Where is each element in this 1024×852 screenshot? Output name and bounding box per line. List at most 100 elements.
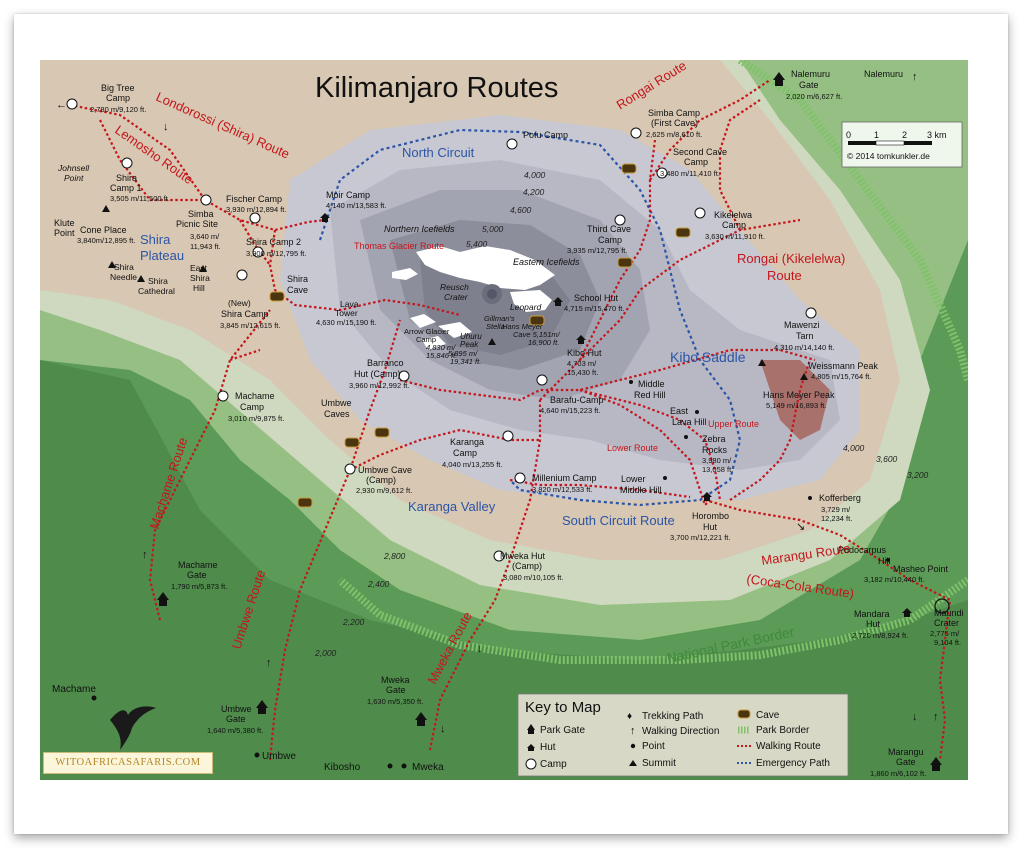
svg-text:Hut (Camp): Hut (Camp): [354, 369, 401, 379]
svg-text:Crater: Crater: [444, 292, 469, 302]
svg-text:19,341 ft.: 19,341 ft.: [450, 357, 481, 366]
svg-text:Camp: Camp: [106, 93, 130, 103]
region-kibo-saddle: Kibo Saddle: [670, 349, 746, 365]
region-karanga-valley: Karanga Valley: [408, 499, 496, 514]
svg-text:1,640 m/5,380 ft.: 1,640 m/5,380 ft.: [207, 726, 263, 735]
svg-text:1,630 m/5,350 ft.: 1,630 m/5,350 ft.: [367, 697, 423, 706]
svg-text:Red Hill: Red Hill: [634, 390, 666, 400]
svg-text:Gate: Gate: [896, 757, 916, 767]
park-gate-icons: [157, 72, 942, 771]
svg-text:2,930 m/9,612 ft.: 2,930 m/9,612 ft.: [356, 486, 412, 495]
legend-item-park-border: Park Border: [756, 725, 810, 736]
svg-text:Hut: Hut: [703, 522, 718, 532]
svg-text:4,640 m/15,223 ft.: 4,640 m/15,223 ft.: [540, 406, 600, 415]
place-mawenzi-tarn: Mawenzi: [784, 320, 820, 330]
svg-text:Picnic Site: Picnic Site: [176, 219, 218, 229]
svg-text:2,720 m/8,924 ft.: 2,720 m/8,924 ft.: [852, 631, 908, 640]
svg-text:4,715 m/15,470 ft.: 4,715 m/15,470 ft.: [564, 304, 624, 313]
place-maundi: Maundi: [934, 608, 964, 618]
svg-text:11,943 ft.: 11,943 ft.: [190, 242, 221, 251]
scale-tick-1: 1: [874, 130, 879, 140]
contour-label: 5,400: [466, 239, 488, 249]
svg-text:Cave: Cave: [287, 285, 308, 295]
svg-text:Cave 5,151m/: Cave 5,151m/: [513, 330, 561, 339]
contour-label: 3,200: [907, 470, 929, 480]
legend-item-walking-direction: Walking Direction: [642, 726, 719, 737]
svg-text:4,140 m/13,583 ft.: 4,140 m/13,583 ft.: [326, 201, 386, 210]
svg-text:↓: ↓: [440, 723, 446, 735]
svg-text:13,058 ft.: 13,058 ft.: [702, 465, 733, 474]
place-umbwe-caves: Umbwe: [321, 398, 352, 408]
legend-item-trekking-path: Trekking Path: [642, 711, 703, 722]
svg-text:Needle: Needle: [110, 272, 137, 282]
summit-icon: [629, 760, 637, 766]
svg-text:2,775 m/: 2,775 m/: [930, 629, 960, 638]
park-border: [337, 60, 968, 664]
walking-routes: [69, 79, 952, 761]
svg-text:15,846 ft.: 15,846 ft.: [426, 351, 457, 360]
place-uhuru: Uhuru: [460, 332, 482, 341]
cave-icon: [737, 709, 751, 719]
place-umbwe-cave: Umbwe Cave: [358, 465, 412, 475]
legend-title: Key to Map: [525, 699, 601, 716]
camp-icon: [525, 758, 537, 770]
place-klute: Klute: [54, 218, 75, 228]
place-mweka-hut: Mweka Hut: [500, 551, 546, 561]
route-label-rongai-kikelelwa-2: Route: [767, 268, 802, 283]
walking-direction-arrows: ← ↓ ↑ ↑ ↓ ↓ ↓ ↑ ↑ ↘: [56, 71, 939, 735]
place-umbwe-village: Umbwe: [262, 751, 296, 762]
place-barafu: Barafu-Camp: [550, 395, 604, 405]
svg-text:Hill: Hill: [878, 556, 891, 566]
place-nalemuru-gate: Nalemuru: [791, 69, 830, 79]
svg-text:3,505 m/11,500 ft.: 3,505 m/11,500 ft.: [110, 194, 170, 203]
svg-text:2,020 m/6,627 ft.: 2,020 m/6,627 ft.: [786, 92, 842, 101]
svg-text:↓: ↓: [477, 643, 483, 655]
legend-item-cave: Cave: [756, 710, 780, 721]
svg-text:Middle Hill: Middle Hill: [620, 485, 662, 495]
svg-text:3,840m/12,895 ft.: 3,840m/12,895 ft.: [77, 236, 135, 245]
contour-label: 2,800: [383, 551, 406, 561]
maundi-crater-icon: [934, 598, 950, 614]
place-school-hut: School Hut: [574, 293, 619, 303]
svg-text:3,630 m/11,910 ft.: 3,630 m/11,910 ft.: [705, 232, 765, 241]
place-marangu-gate: Marangu: [888, 747, 924, 757]
svg-text:Shira: Shira: [190, 273, 210, 283]
glaciers: [392, 246, 555, 350]
svg-text:Camp: Camp: [416, 335, 436, 344]
svg-text:16,900 ft.: 16,900 ft.: [528, 338, 559, 347]
scale-tick-2: 2: [902, 130, 907, 140]
legend-item-hut: Hut: [540, 742, 556, 753]
route-label-rongai-kikelelwa-1: Rongai (Kikelelwa): [737, 251, 845, 266]
place-mandara: Mandara: [854, 609, 890, 619]
place-kibosho: Kibosho: [324, 762, 361, 773]
svg-text:4,703 m/: 4,703 m/: [567, 359, 597, 368]
emergency-path: [318, 128, 742, 507]
svg-text:2,780 m/9,120 ft.: 2,780 m/9,120 ft.: [90, 105, 146, 114]
point-icons: [91, 380, 890, 769]
legend-item-park-gate: Park Gate: [540, 725, 585, 736]
svg-text:Gate: Gate: [226, 714, 246, 724]
contour-label: 4,000: [524, 170, 546, 180]
svg-text:2,625 m/8,610 ft.: 2,625 m/8,610 ft.: [646, 130, 702, 139]
place-east-shira: East: [190, 263, 208, 273]
place-hans-meyer-peak: Hans Meyer Peak: [763, 390, 835, 400]
place-shira-cathedral: Shira: [148, 276, 168, 286]
cave-icons: [269, 163, 691, 508]
place-eastern-icefields: Eastern Icefields: [513, 257, 580, 267]
svg-text:3,640 m/: 3,640 m/: [190, 232, 220, 241]
place-new-shira: (New): [228, 298, 251, 308]
svg-text:5,149 m/16,893 ft.: 5,149 m/16,893 ft.: [766, 401, 826, 410]
svg-text:Camp: Camp: [598, 235, 622, 245]
place-shira-camp1: Shira: [116, 173, 137, 183]
svg-text:Point: Point: [64, 173, 84, 183]
contour-label: 2,200: [342, 617, 365, 627]
svg-text:9,104 ft.: 9,104 ft.: [934, 638, 961, 647]
place-moir: Moir Camp: [326, 190, 370, 200]
svg-text:↑: ↑: [142, 549, 148, 561]
svg-text:Camp 1: Camp 1: [110, 183, 142, 193]
place-third-cave: Third Cave: [587, 224, 631, 234]
region-shira-2: Plateau: [140, 248, 184, 263]
svg-text:Gate: Gate: [799, 80, 819, 90]
place-kikelelwa: Kikelelwa: [714, 210, 752, 220]
svg-text:(First Cave): (First Cave): [651, 118, 698, 128]
